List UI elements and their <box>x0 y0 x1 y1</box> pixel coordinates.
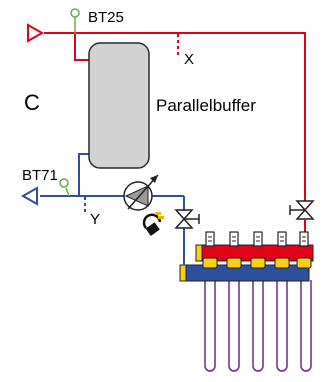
flow-meter-icon <box>202 231 218 269</box>
shut-off-valve-icon <box>289 200 315 220</box>
heating-loop <box>252 280 264 372</box>
heating-loop <box>228 280 240 372</box>
heating-loop <box>300 280 312 372</box>
circulation-pump-icon <box>123 174 159 211</box>
power-plug-icon <box>142 212 164 236</box>
buffer-label: Parallelbuffer <box>156 96 256 115</box>
bt25-sensor-icon <box>70 8 80 34</box>
flow-meter-icon <box>250 231 266 269</box>
flow-meter-icon <box>296 231 312 269</box>
heating-loop <box>204 280 216 372</box>
bt71-label: BT71 <box>22 167 58 184</box>
heating-loops <box>204 280 312 372</box>
bt71-sensor-icon <box>59 178 70 197</box>
heating-loop <box>276 280 288 372</box>
x-label: X <box>184 51 194 68</box>
return-arrow-icon <box>20 186 38 206</box>
supply-arrow-icon <box>27 23 45 43</box>
bt25-label: BT25 <box>88 9 124 26</box>
buffer-tank <box>88 42 150 169</box>
manifold-return-bar <box>179 264 310 282</box>
y-label: Y <box>90 211 100 228</box>
section-label: C <box>24 90 40 115</box>
flow-meter-icon <box>274 231 290 269</box>
shut-off-valve-icon <box>174 209 200 229</box>
flow-meter-icon <box>226 231 242 269</box>
supply-line <box>44 32 306 201</box>
underfloor-heating-manifold <box>179 233 314 282</box>
flow-meters <box>202 231 312 269</box>
